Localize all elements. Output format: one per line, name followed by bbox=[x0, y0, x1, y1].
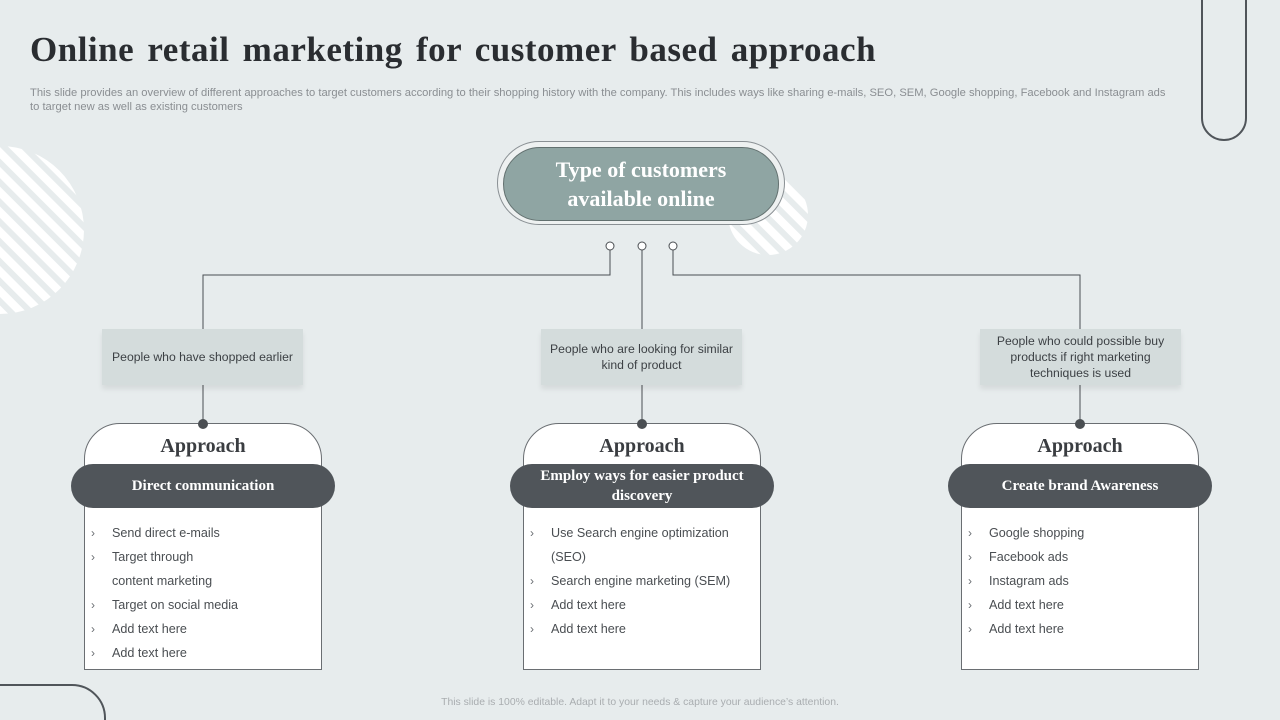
customer-box-potential-buyers: People who could possible buy products i… bbox=[980, 329, 1181, 385]
chevron-right-icon: › bbox=[530, 526, 534, 540]
list-item: › Send direct e-mails bbox=[91, 521, 238, 545]
chevron-right-icon: › bbox=[530, 598, 534, 612]
approach-banner: Direct communication bbox=[71, 464, 335, 508]
list-item: › Add text here bbox=[968, 617, 1084, 641]
connector-right bbox=[672, 250, 1081, 329]
connector-nodes bbox=[605, 241, 678, 251]
approach-heading: Approach bbox=[1037, 435, 1123, 457]
approach-list: › Send direct e-mails › Target through conte… bbox=[91, 521, 238, 665]
list-item: › Search engine marketing (SEM) bbox=[530, 569, 730, 593]
list-item: content marketing bbox=[91, 569, 238, 593]
list-item-text: Google shopping bbox=[989, 526, 1085, 540]
approach-card-brand-awareness: Approach Create brand Awareness › Google … bbox=[948, 423, 1212, 670]
page-subtitle: This slide provides an overview of diffe… bbox=[30, 87, 1166, 113]
approach-list: › Use Search engine optimization (SEO) › Sea… bbox=[530, 521, 730, 641]
list-item-text: Use Search engine optimization bbox=[551, 526, 729, 540]
list-item-text: Add text here bbox=[551, 622, 626, 636]
connector-lines bbox=[202, 250, 1081, 423]
approach-card-product-discovery: Approach Employ ways for easier product … bbox=[510, 423, 774, 670]
chevron-right-icon: › bbox=[91, 550, 95, 564]
list-item: › Target through bbox=[91, 545, 238, 569]
approach-card-direct-communication: Approach Direct communication › Send dire… bbox=[71, 423, 335, 670]
list-item-text: Search engine marketing (SEM) bbox=[551, 574, 731, 588]
list-item-text: Send direct e-mails bbox=[112, 526, 220, 540]
list-item-text: Instagram ads bbox=[989, 574, 1069, 588]
approach-banner: Create brand Awareness bbox=[948, 464, 1212, 508]
list-item: › Add text here bbox=[968, 593, 1084, 617]
list-item: › Google shopping bbox=[968, 521, 1084, 545]
approach-heading: Approach bbox=[160, 435, 246, 457]
approach-list: › Google shopping › Facebook ads › Instagram … bbox=[968, 521, 1084, 641]
approach-heading: Approach bbox=[599, 435, 685, 457]
chevron-right-icon: › bbox=[968, 598, 972, 612]
list-item: › Add text here bbox=[530, 617, 730, 641]
chevron-right-icon: › bbox=[91, 598, 95, 612]
list-item: › Instagram ads bbox=[968, 569, 1084, 593]
footer-note: This slide is 100% editable. Adapt it to… bbox=[441, 697, 839, 708]
deco-arc-bottom-left bbox=[0, 684, 106, 720]
list-item: › Add text here bbox=[91, 641, 238, 665]
list-item-text: Add text here bbox=[989, 598, 1064, 612]
list-item: › Target on social media bbox=[91, 593, 238, 617]
list-item: › Facebook ads bbox=[968, 545, 1084, 569]
customer-box-shopped-earlier: People who have shopped earlier bbox=[102, 329, 303, 385]
connector-left bbox=[202, 250, 611, 329]
page-title: Online retail marketing for customer bas… bbox=[30, 30, 877, 69]
chevron-right-icon: › bbox=[968, 622, 972, 636]
list-item-text: Target on social media bbox=[112, 598, 239, 612]
chevron-right-icon: › bbox=[530, 574, 534, 588]
list-item: › Add text here bbox=[91, 617, 238, 641]
node-open-right bbox=[668, 241, 678, 251]
striped-circle-left bbox=[0, 146, 84, 314]
list-item: (SEO) bbox=[530, 545, 730, 569]
list-item-text: Facebook ads bbox=[989, 550, 1069, 564]
list-item-text: Add text here bbox=[112, 622, 187, 636]
list-item-text: (SEO) bbox=[551, 550, 586, 564]
chevron-right-icon: › bbox=[968, 526, 972, 540]
list-item-text: content marketing bbox=[112, 574, 213, 588]
center-node: Type of customers available online bbox=[503, 147, 779, 221]
list-item: › Use Search engine optimization bbox=[530, 521, 730, 545]
chevron-right-icon: › bbox=[91, 526, 95, 540]
list-item-text: Add text here bbox=[989, 622, 1064, 636]
chevron-right-icon: › bbox=[968, 574, 972, 588]
deco-u-shape bbox=[1201, 0, 1247, 141]
customer-box-similar-product: People who are looking for similar kind … bbox=[541, 329, 742, 385]
approach-banner: Employ ways for easier product discovery bbox=[510, 464, 774, 508]
list-item-text: Add text here bbox=[112, 646, 187, 660]
list-item: › Add text here bbox=[530, 593, 730, 617]
node-open-left bbox=[605, 241, 615, 251]
chevron-right-icon: › bbox=[91, 646, 95, 660]
list-item-text: Target through bbox=[112, 550, 194, 564]
list-item-text: Add text here bbox=[551, 598, 626, 612]
chevron-right-icon: › bbox=[968, 550, 972, 564]
node-open-middle bbox=[637, 241, 647, 251]
chevron-right-icon: › bbox=[530, 622, 534, 636]
chevron-right-icon: › bbox=[91, 622, 95, 636]
